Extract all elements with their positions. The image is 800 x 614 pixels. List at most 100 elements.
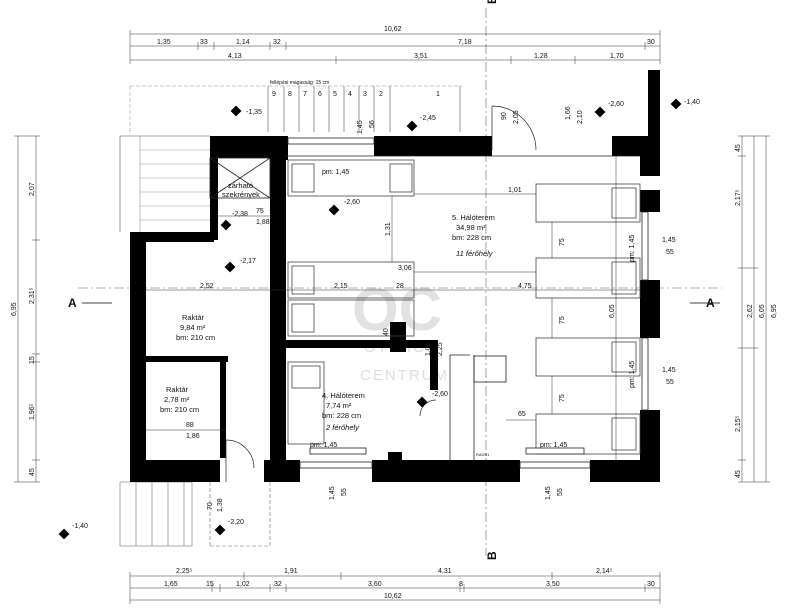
dim-inner-label: 90 — [501, 112, 508, 120]
dim-inner-label: 28 — [396, 283, 404, 290]
dim-bottom-label: 30 — [647, 581, 655, 588]
level-bedroom4: -2,60 — [432, 391, 448, 398]
dim-right-label: 2,17⁵ — [735, 189, 742, 206]
dim-left-total: 6,95 — [11, 302, 18, 316]
step-number: 4 — [348, 91, 352, 98]
doors — [225, 105, 537, 482]
dim-inner-label: 1,45 — [545, 486, 552, 500]
dim-inner-label: 55 — [666, 249, 674, 256]
level-marker-icon — [328, 204, 340, 216]
window-label-bottom-b4: pm: 1,45 — [310, 442, 337, 449]
dim-inner-label: 1,45 — [329, 486, 336, 500]
dim-inner-label: 4,75 — [518, 283, 532, 290]
dim-inner-label: 2,15 — [334, 283, 348, 290]
dim-right-label: 2,15⁵ — [735, 415, 742, 432]
interior-lines — [209, 155, 640, 460]
level-markers: -1,35 -2,45 -2,60 -1,40 -2,60 -2,38 -2,1… — [58, 98, 700, 540]
section-marker-b: B B — [485, 0, 499, 560]
dim-bottom-total: 10,62 — [384, 593, 402, 600]
dim-inner-label: 1,66 — [565, 106, 572, 120]
level-storage: -2,17 — [240, 258, 256, 265]
room-beds: 2 férőhely — [325, 423, 360, 432]
dimensions-bottom: 2,25⁵ 1,91 4,31 2,14⁵ 1,65 15 1,02 32 3,… — [129, 568, 661, 604]
dim-inner-label: 75 — [559, 394, 566, 402]
dim-inner-label: 1,09 — [425, 342, 432, 356]
dim-inner-label: 1,45 — [357, 120, 364, 134]
room-name: 5. Hálóterem — [452, 213, 495, 222]
dim-top-total: 10,62 — [384, 26, 402, 33]
dim-inner-label: 56 — [369, 120, 376, 128]
dim-bottom-label: 1,91 — [284, 568, 298, 575]
beds — [287, 159, 641, 455]
step-number: 7 — [303, 91, 307, 98]
dim-bottom-label: 2,25⁵ — [176, 568, 193, 575]
dim-bottom-label: 8 — [459, 581, 463, 588]
room-name: Raktár — [166, 385, 189, 394]
section-a-right: A — [706, 296, 715, 310]
window-label-top: pm: 1,45 — [322, 169, 349, 176]
window-label-bottom-b5: pm: 1,45 — [540, 442, 567, 449]
dim-left-label: 15 — [29, 356, 36, 364]
dim-left-label: 45 — [29, 468, 36, 476]
dim-top-label: 3,51 — [414, 53, 428, 60]
dim-inner-label: 88 — [186, 422, 194, 429]
level-far-right: -1,40 — [684, 99, 700, 106]
dim-left-label: 1,96⁵ — [29, 403, 36, 420]
room-lockers: zárható szekrények — [222, 181, 260, 199]
level-marker-icon — [230, 105, 242, 117]
lockers-line2: szekrények — [222, 190, 260, 199]
dim-inner-label: 2,10 — [577, 110, 584, 124]
step-number: 6 — [318, 91, 322, 98]
dim-inner-label: 1,45 — [662, 237, 676, 244]
dim-bottom-label: 1,02 — [236, 581, 250, 588]
level-marker-icon — [406, 120, 418, 132]
dimensions-interior: 1,01 3,06 2,52 2,15 28 4,75 75 1,88 88 1… — [186, 106, 676, 512]
level-entrance: -2,20 — [228, 519, 244, 526]
dim-right-label: 45 — [735, 470, 742, 478]
room-area: 2,78 m² — [164, 395, 190, 404]
outdoor-stair — [119, 85, 462, 232]
room-storage-small: Raktár 2,78 m² bm: 210 cm — [160, 385, 199, 414]
level-bedroom5: -2,60 — [344, 199, 360, 206]
dim-top-label: 4,13 — [228, 53, 242, 60]
dim-top-label: 1,35 — [157, 39, 171, 46]
level-marker-icon — [670, 98, 682, 110]
level-outside-left: -1,40 — [72, 523, 88, 530]
dim-inner-label: 1,01 — [508, 187, 522, 194]
dim-inner-label: 2,05 — [513, 110, 520, 124]
dim-inner-label: 75 — [559, 238, 566, 246]
level-marker-icon — [214, 524, 226, 536]
room-bedroom5: 5. Hálóterem 34,98 m² bm: 228 cm 11 férő… — [452, 213, 495, 258]
dim-left-label: 2,07 — [29, 182, 36, 196]
room-area: 7,74 m² — [326, 401, 352, 410]
dim-inner-label: 3,06 — [398, 265, 412, 272]
level-marker-icon — [224, 261, 236, 273]
dim-bottom-label: 3,60 — [368, 581, 382, 588]
section-a-left: A — [68, 296, 77, 310]
dim-inner-label: 75 — [559, 316, 566, 324]
section-b-top: B — [485, 0, 499, 4]
room-height: bm: 228 cm — [452, 233, 491, 242]
stair-note: fellépési magasság: 15 cm — [270, 80, 329, 86]
level-stair-top: -1,35 — [246, 109, 262, 116]
dim-bottom-label: 1,65 — [164, 581, 178, 588]
interior-dimension-lines — [146, 156, 640, 460]
dim-inner-label: 1,86 — [186, 433, 200, 440]
section-marker-a: A A — [68, 296, 720, 310]
step-number: 2 — [379, 91, 383, 98]
dim-inner-label: 55 — [666, 379, 674, 386]
step-number: 3 — [363, 91, 367, 98]
entrance-steps — [119, 481, 271, 547]
step-number: 1 — [436, 91, 440, 98]
dim-left-label: 2,31⁵ — [29, 287, 36, 304]
step-number: 8 — [288, 91, 292, 98]
watermark-line2: CENTRUM — [360, 367, 449, 384]
dim-right-total: 6,95 — [771, 304, 778, 318]
window-labels: pm: 1,45 pm: 1,45 pm: 1,45 pm: 1,45 pm: … — [310, 169, 636, 457]
dim-inner-label: 1,88 — [256, 219, 270, 226]
lockers-line1: zárható — [228, 181, 253, 190]
dim-top-label: 30 — [647, 39, 655, 46]
room-height: bm: 210 cm — [160, 405, 199, 414]
window-label-right-upper: pm: 1,45 — [629, 235, 636, 262]
